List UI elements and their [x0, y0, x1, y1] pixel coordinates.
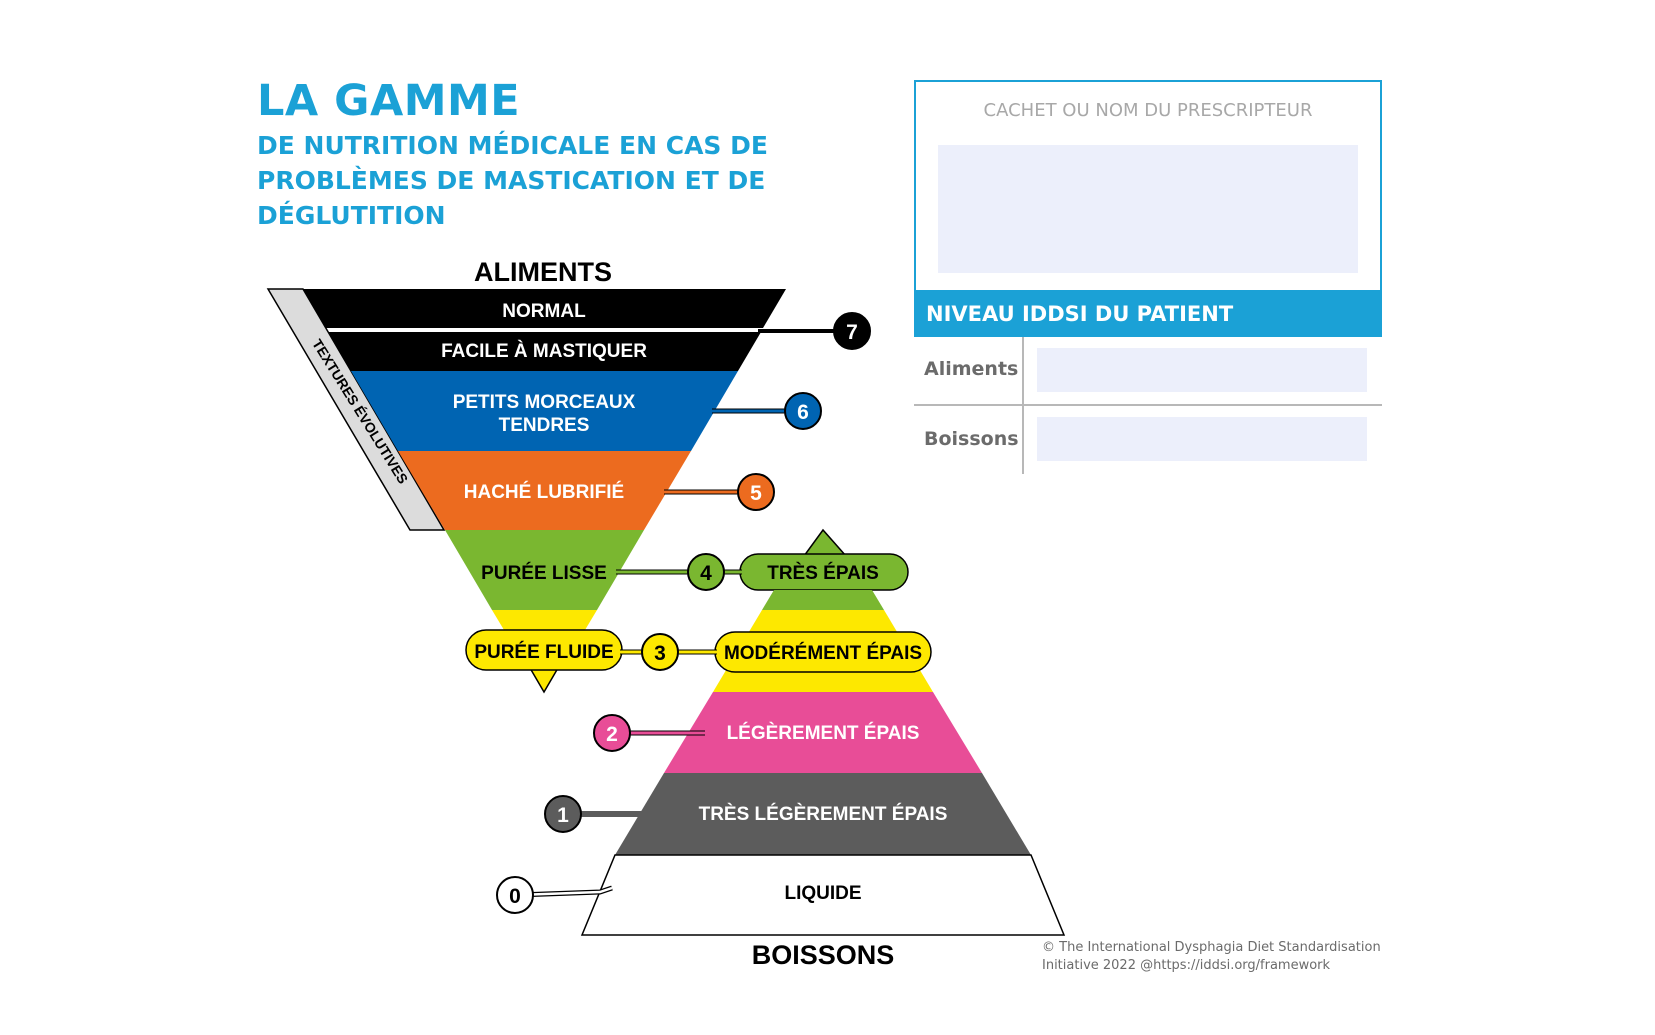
- level7-normal-band: [303, 289, 786, 328]
- level4-drink-band: [762, 590, 884, 610]
- level1-badge: [544, 795, 582, 833]
- food-minced-label: HACHÉ LUBRIFIÉ: [464, 481, 624, 503]
- level3-food-arrow: [528, 667, 560, 694]
- level0-badge: [496, 876, 534, 914]
- drink-mildly-thick-label: LÉGÈREMENT ÉPAIS: [727, 722, 920, 744]
- level2-badge: [593, 714, 631, 752]
- level4-band: [445, 530, 644, 610]
- drinks-level-field[interactable]: [1037, 417, 1367, 461]
- level7-easy-band: [328, 332, 761, 371]
- drinks-title: BOISSONS: [752, 940, 895, 970]
- patient-level-header: NIVEAU IDDSI DU PATIENT: [914, 292, 1382, 337]
- drink-slightly-thick-label: TRÈS LÉGÈREMENT ÉPAIS: [699, 803, 948, 825]
- level0-band: [580, 854, 1066, 936]
- level3-badge: [641, 633, 679, 671]
- drinks-row-label: Boissons: [924, 428, 1019, 450]
- transitional-band: [266, 288, 446, 531]
- food-soft-bite-label-line2: TENDRES: [499, 415, 590, 436]
- level1-band: [615, 773, 1031, 855]
- level0-number: 0: [509, 885, 521, 908]
- food-liquidised-label: PURÉE FLUIDE: [474, 641, 613, 663]
- level4-number: 4: [700, 562, 712, 585]
- foods-level-field[interactable]: [1037, 348, 1367, 392]
- drink-extremely-thick-label: TRÈS ÉPAIS: [767, 562, 879, 584]
- level4-badge: [687, 553, 725, 591]
- prescriber-label: CACHET OU NOM DU PRESCRIPTEUR: [983, 100, 1313, 121]
- level6-band: [351, 371, 738, 451]
- level3-food-band: [492, 610, 597, 630]
- level7-number: 7: [846, 321, 858, 344]
- level7-badge: [833, 312, 871, 350]
- level5-band: [398, 451, 691, 530]
- row-divider: [914, 404, 1382, 406]
- copyright-notice: © The International Dysphagia Diet Stand…: [1042, 940, 1381, 973]
- level2-number: 2: [606, 723, 618, 746]
- prescriber-field[interactable]: [938, 145, 1358, 273]
- level1-number: 1: [557, 804, 569, 827]
- level6-badge: [784, 392, 822, 430]
- page-title: LA GAMME: [257, 76, 521, 126]
- level0-connector: [517, 886, 613, 897]
- drink-thin-label: LIQUIDE: [784, 883, 861, 904]
- prescriber-box: CACHET OU NOM DU PRESCRIPTEUR: [914, 80, 1382, 292]
- level2-band: [664, 692, 982, 773]
- level4-drink-arrow: [802, 528, 848, 557]
- page-subtitle: DE NUTRITION MÉDICALE EN CAS DE PROBLÈME…: [257, 131, 768, 230]
- foods-title: ALIMENTS: [474, 257, 612, 287]
- food-soft-bite-label-line1: PETITS MORCEAUX: [453, 392, 636, 413]
- level5-badge: [737, 473, 775, 511]
- level3-number: 3: [654, 642, 666, 665]
- foods-row-label: Aliments: [924, 358, 1019, 380]
- drink-moderately-thick-label: MODÉRÉMENT ÉPAIS: [724, 642, 922, 664]
- column-divider: [1022, 337, 1024, 474]
- food-pureed-label: PURÉE LISSE: [481, 562, 607, 584]
- level6-number: 6: [797, 401, 809, 424]
- level5-number: 5: [750, 482, 762, 505]
- food-normal-label: NORMAL: [502, 301, 586, 322]
- food-easy-chew-label: FACILE À MASTIQUER: [441, 340, 647, 362]
